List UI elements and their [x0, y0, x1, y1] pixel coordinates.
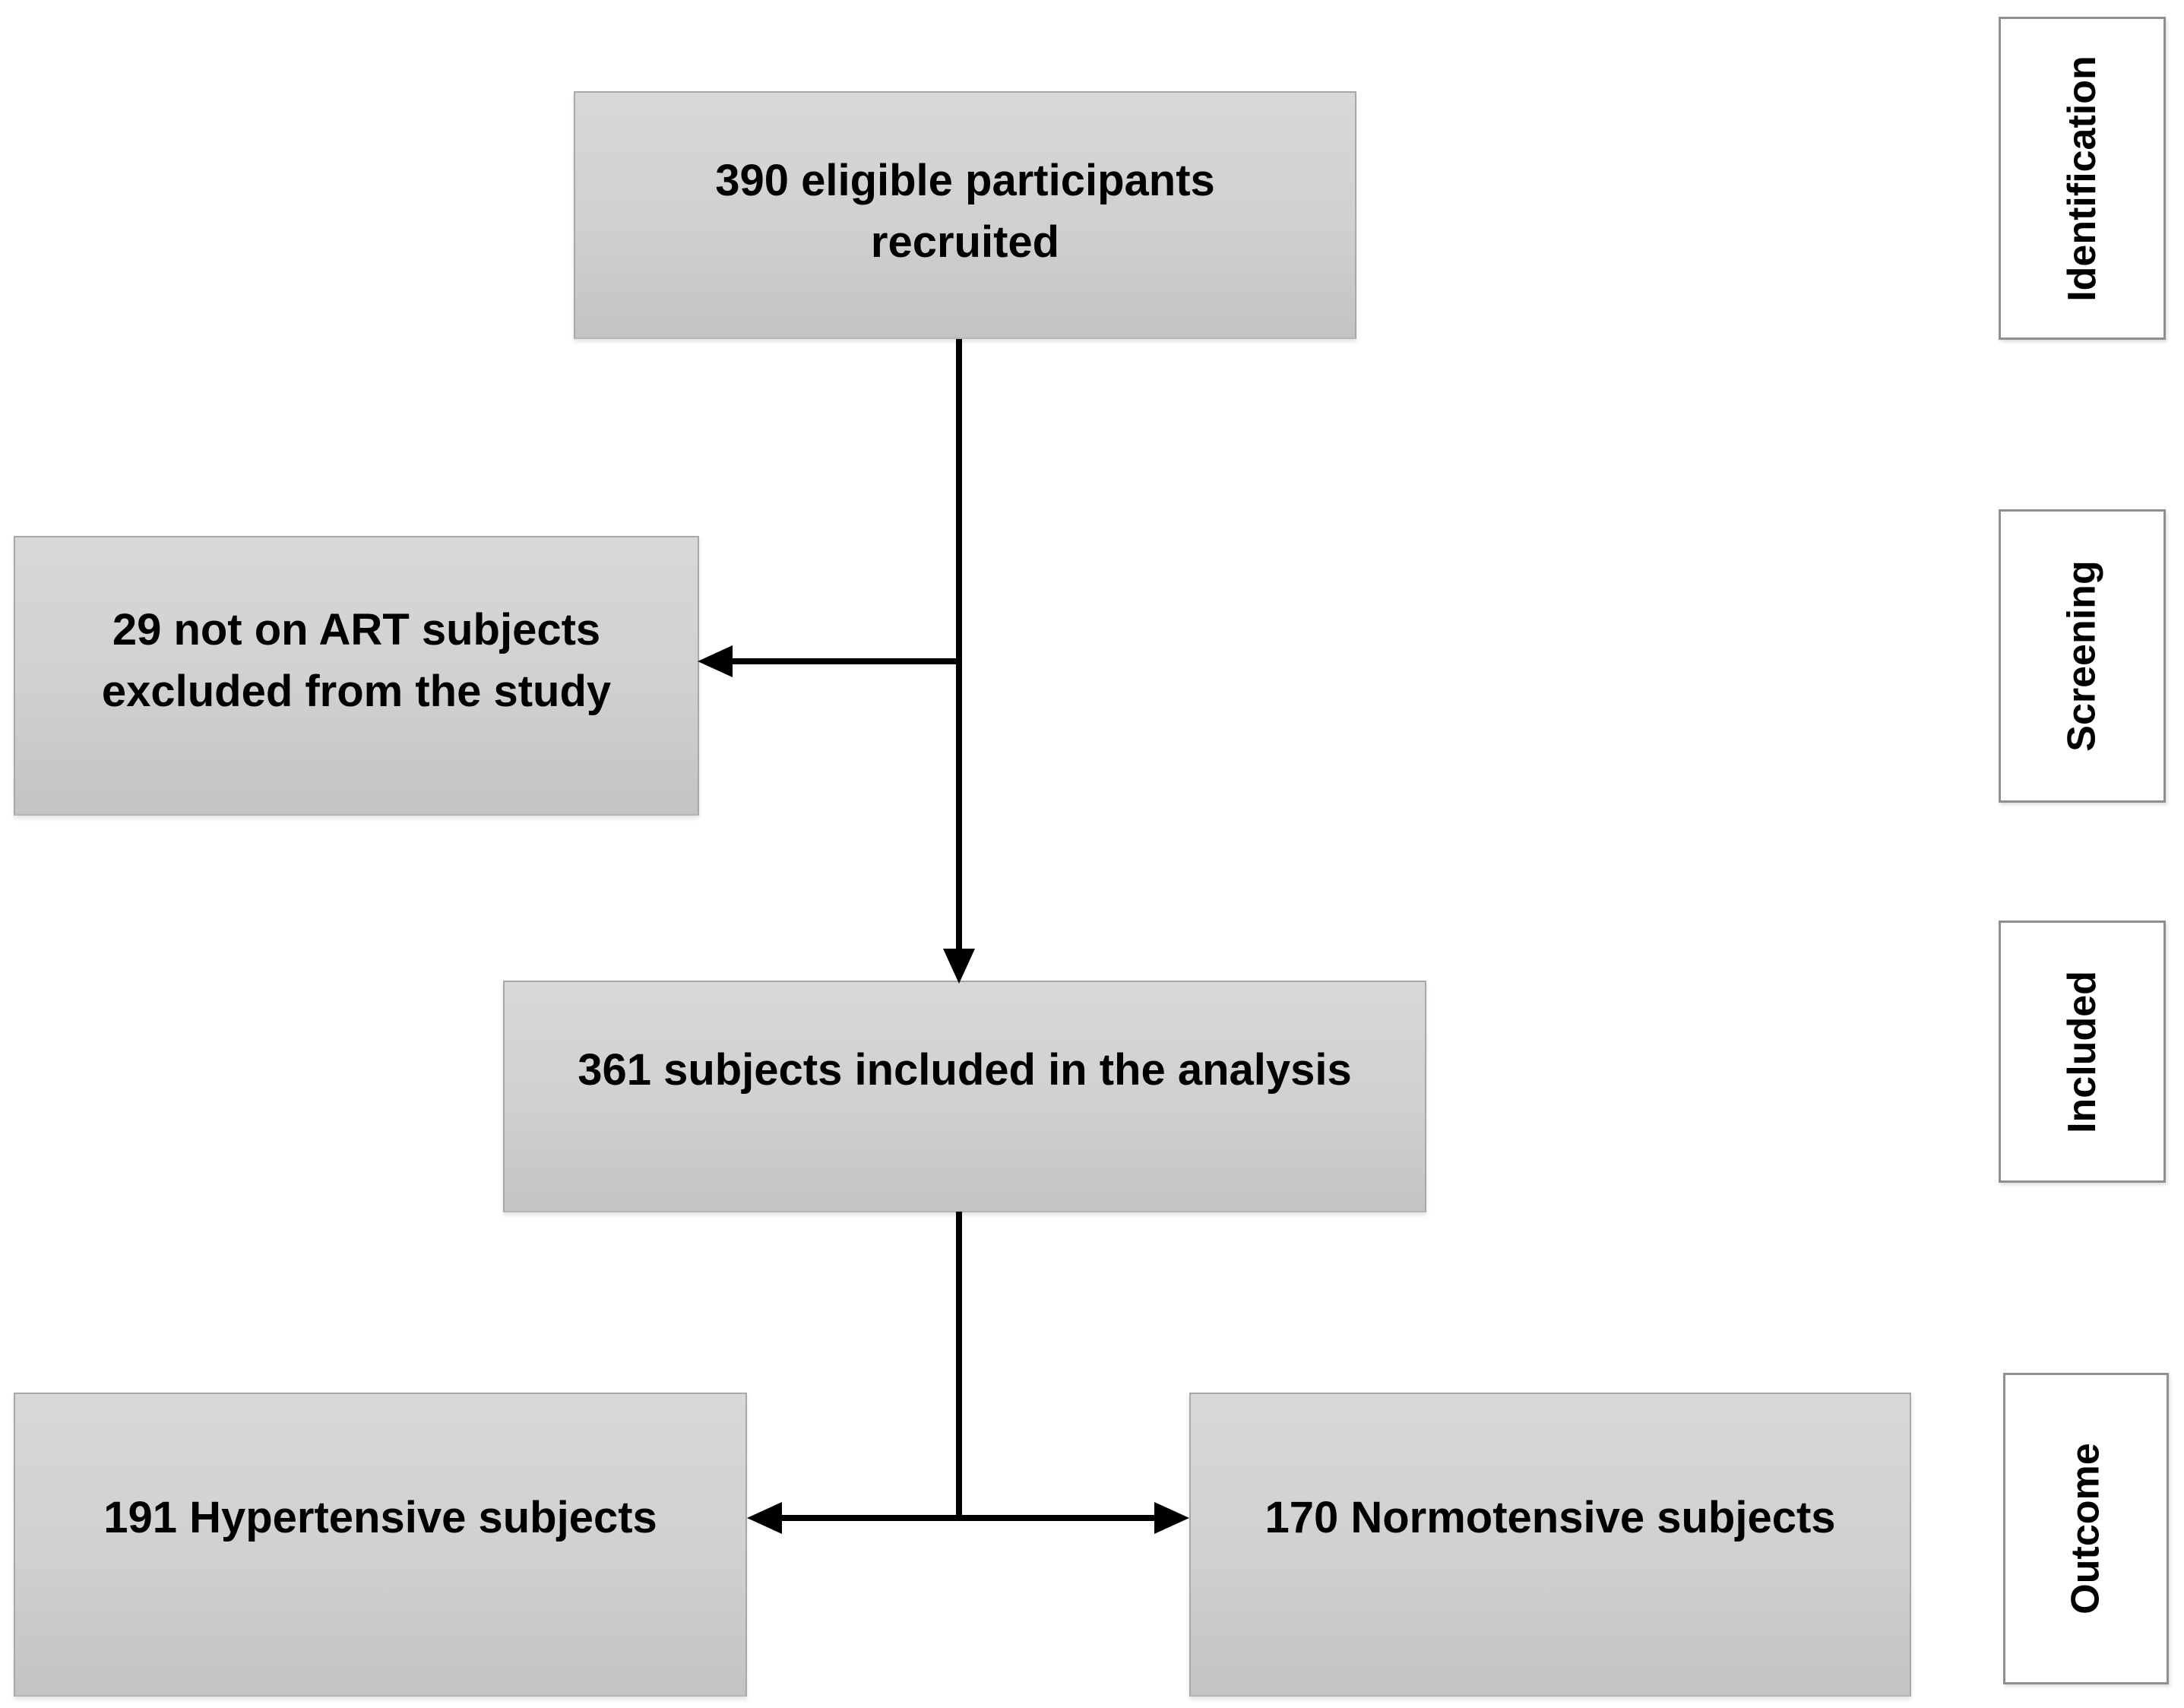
node-excluded: 29 not on ART subjects excluded from the… — [14, 536, 699, 816]
arrowhead-left-into-excluded — [698, 645, 733, 677]
stage-included: Included — [1999, 921, 2166, 1183]
arrowhead-left-into-hypertensive — [747, 1502, 782, 1534]
node-hypertensive: 191 Hypertensive subjects — [14, 1393, 747, 1697]
stage-outcome-label: Outcome — [2064, 1443, 2108, 1615]
node-hypertensive-text: 191 Hypertensive subjects — [103, 1493, 657, 1543]
node-analysis: 361 subjects included in the analysis — [503, 981, 1426, 1212]
node-analysis-text: 361 subjects included in the analysis — [578, 1044, 1352, 1095]
stage-screening: Screening — [1999, 509, 2166, 803]
connector-outcome-split — [774, 1515, 1163, 1521]
arrowhead-right-into-normotensive — [1154, 1502, 1189, 1534]
node-normotensive-text: 170 Normotensive subjects — [1265, 1493, 1836, 1543]
stage-included-label: Included — [2059, 970, 2104, 1133]
node-excluded-text: 29 not on ART subjects excluded from the… — [101, 604, 612, 716]
stage-identification-label: Identification — [2060, 55, 2104, 302]
stage-identification: Identification — [1999, 17, 2166, 340]
stage-screening-label: Screening — [2060, 560, 2105, 752]
node-recruited-text: 390 eligible participants recruited — [715, 155, 1215, 267]
connector-branch-to-excluded — [728, 658, 962, 664]
node-recruited: 390 eligible participants recruited — [574, 91, 1356, 339]
connector-analysis-to-outcome — [956, 1212, 962, 1521]
arrowhead-down-into-analysis — [943, 949, 975, 984]
stage-outcome: Outcome — [2003, 1373, 2169, 1684]
connector-recruited-to-analysis — [956, 339, 962, 953]
node-normotensive: 170 Normotensive subjects — [1189, 1393, 1911, 1697]
